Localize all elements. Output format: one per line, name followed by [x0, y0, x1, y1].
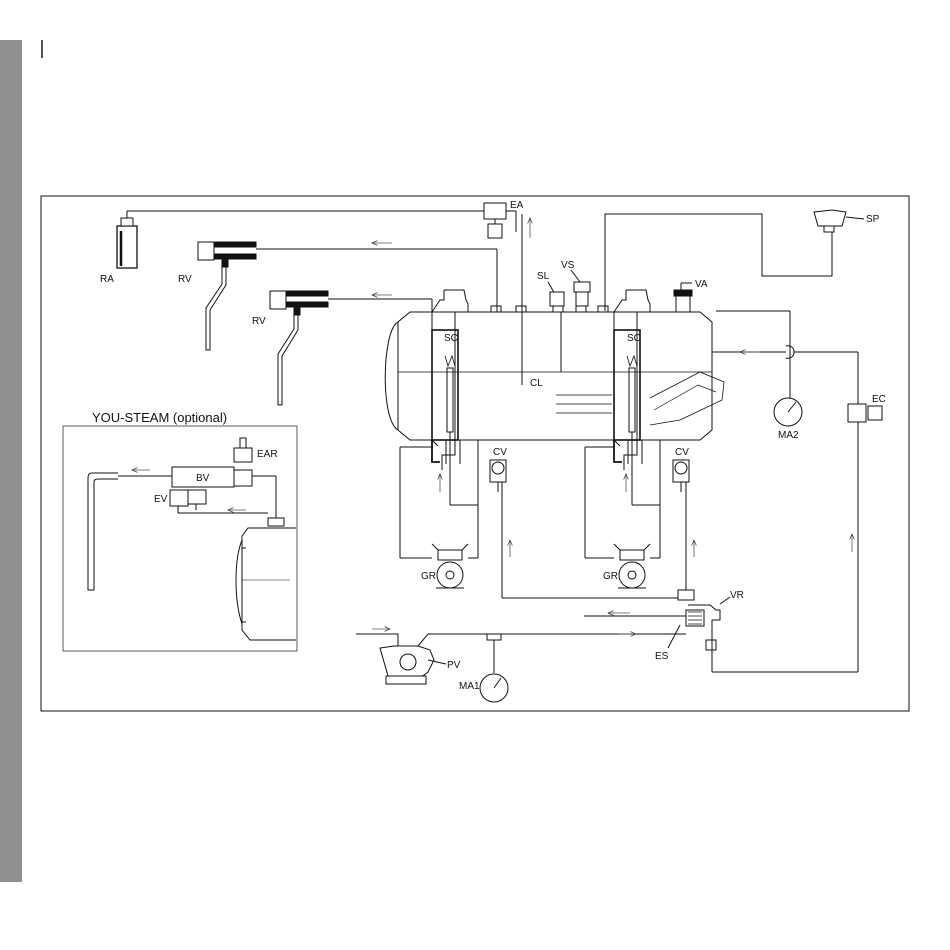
ear-label: EAR — [257, 449, 278, 460]
es-label: ES — [655, 651, 669, 662]
cv-label-1: CV — [493, 447, 507, 458]
va-label: VA — [695, 279, 708, 290]
sc-group-1 — [400, 290, 478, 558]
pv-pump — [356, 634, 686, 684]
rv-label-2: RV — [252, 316, 266, 327]
va-valve — [674, 283, 692, 312]
gr-label-1: GR — [421, 571, 436, 582]
vr-label: VR — [730, 590, 744, 601]
vr-es-assembly — [584, 590, 730, 650]
ma1-label: MA1 — [459, 681, 480, 692]
ma2-gauge — [774, 398, 802, 426]
ma2-label: MA2 — [778, 430, 799, 441]
sl-sensor — [548, 282, 564, 306]
sp-component — [605, 210, 864, 311]
ra-label: RA — [100, 274, 114, 285]
ma1-gauge — [480, 634, 508, 702]
ea-valve — [484, 203, 522, 312]
sc-group-2 — [585, 290, 660, 558]
you-steam-title: YOU-STEAM (optional) — [92, 410, 227, 425]
sc-label-1: SC — [444, 333, 458, 344]
rv-label-1: RV — [178, 274, 192, 285]
cv-label-2: CV — [675, 447, 689, 458]
sc-label-2: SC — [627, 333, 641, 344]
cv-valve-2 — [673, 460, 689, 590]
ea-label: EA — [510, 200, 524, 211]
vs-label: VS — [561, 260, 575, 271]
sl-label: SL — [537, 271, 550, 282]
cl-label: CL — [530, 378, 543, 389]
cv-valve-1 — [490, 460, 686, 598]
you-steam-circuit — [88, 438, 296, 640]
ec-valve — [712, 404, 882, 672]
ra-tank — [117, 211, 489, 268]
pv-label: PV — [447, 660, 461, 671]
ec-label: EC — [872, 394, 886, 405]
gr-label-2: GR — [603, 571, 618, 582]
ev-label: EV — [154, 494, 168, 505]
gr-group-head-1 — [432, 544, 468, 588]
vs-valve — [571, 270, 590, 306]
sp-label: SP — [866, 214, 880, 225]
bv-label: BV — [196, 473, 210, 484]
rv-valve-2 — [270, 291, 432, 405]
gr-group-head-2 — [614, 544, 650, 588]
